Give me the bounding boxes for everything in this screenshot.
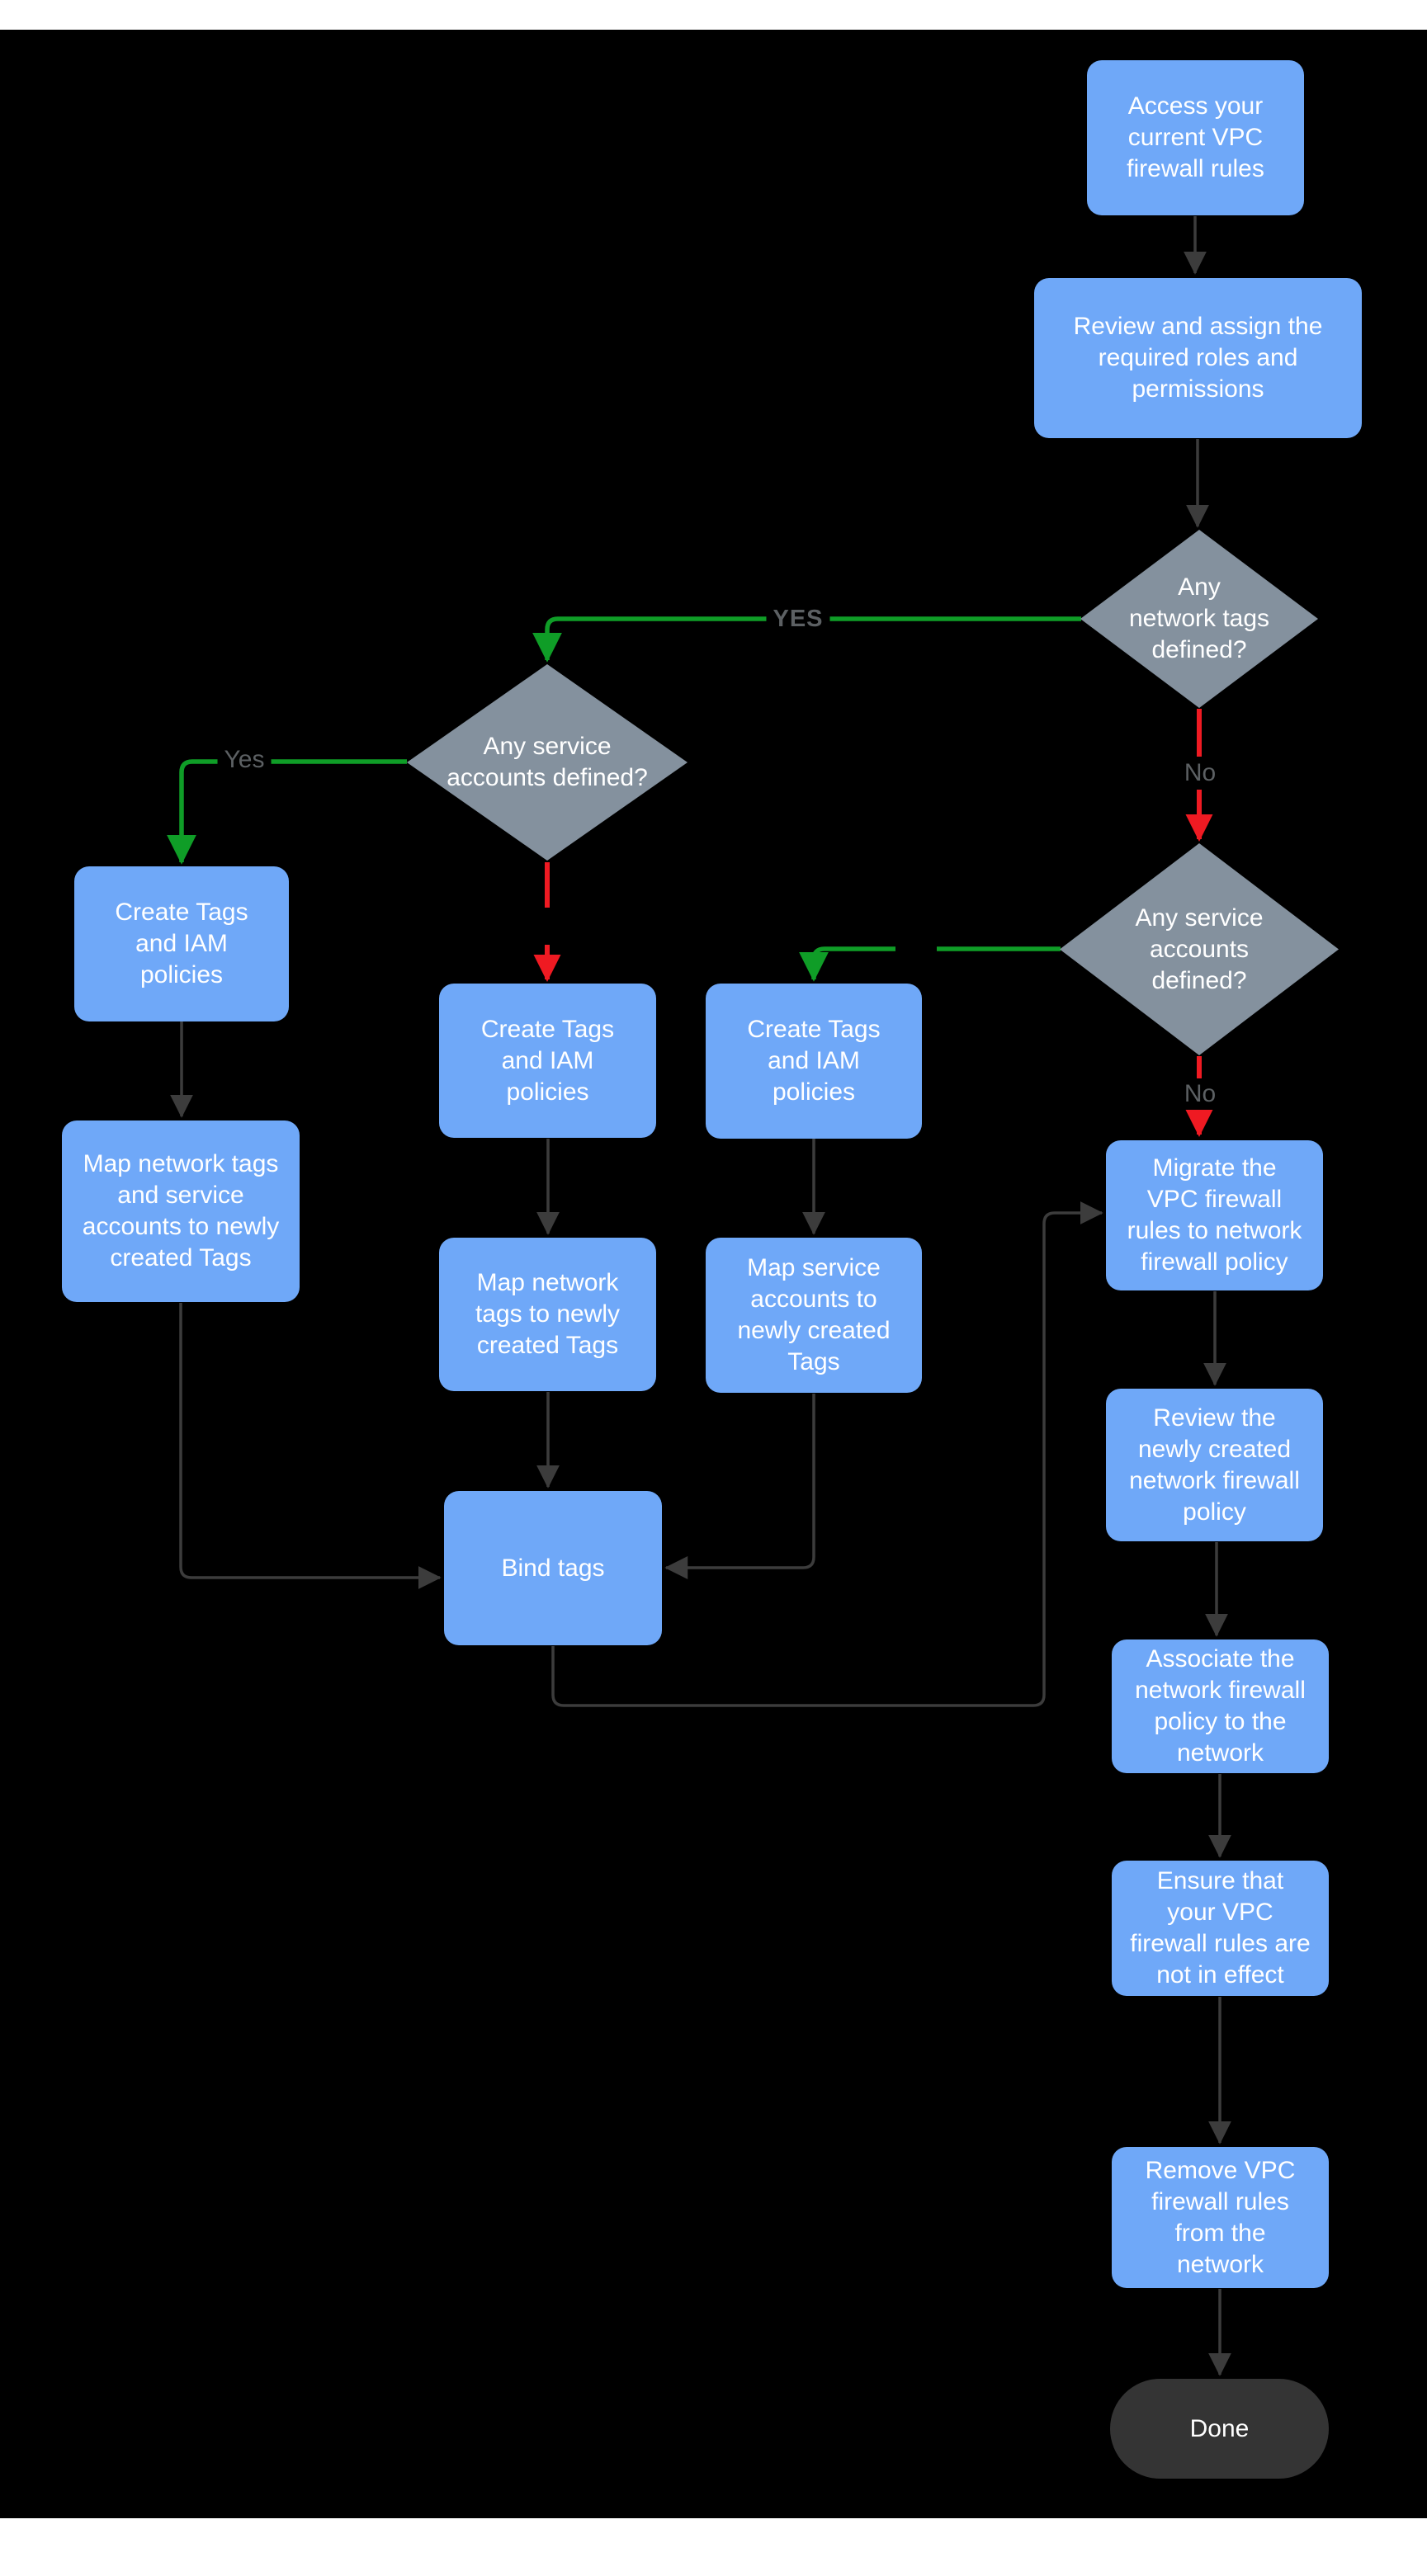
node-review-roles-permissions: Review and assign the required roles and… (1034, 278, 1362, 438)
edge-label-yes-left: Yes (217, 744, 272, 776)
node-create-tags-iam-middle: Create Tags and IAM policies (439, 984, 656, 1138)
edge-label-no-upper: No (1177, 757, 1223, 789)
node-migrate-vpc-rules: Migrate the VPC firewall rules to networ… (1106, 1140, 1323, 1290)
node-access-vpc-firewall-rules: Access your current VPC firewall rules (1087, 60, 1304, 215)
edge-yes-to-left-service-decision (532, 616, 1081, 663)
bottom-frame-bar (0, 2518, 1427, 2576)
node-review-network-firewall-policy: Review the newly created network firewal… (1106, 1389, 1323, 1541)
node-create-tags-iam-right: Create Tags and IAM policies (706, 984, 922, 1139)
node-map-service-accounts: Map service accounts to newly created Ta… (706, 1238, 922, 1393)
top-frame-bar (0, 0, 1427, 30)
node-create-tags-iam-left: Create Tags and IAM policies (74, 866, 289, 1021)
node-ensure-rules-not-in-effect: Ensure that your VPC firewall rules are … (1112, 1861, 1329, 1996)
node-done-terminal: Done (1110, 2379, 1329, 2479)
node-remove-vpc-rules: Remove VPC firewall rules from the netwo… (1112, 2147, 1329, 2288)
edge-bind-tags-to-migrate (551, 1201, 1103, 1707)
edge-label-yes-upper: YES (766, 603, 830, 635)
node-map-network-tags: Map network tags to newly created Tags (439, 1238, 656, 1391)
node-bind-tags: Bind tags (444, 1491, 662, 1645)
edge-map-left-to-bind-tags (179, 1303, 442, 1589)
edge-yes-to-create-tags-left (167, 759, 407, 865)
edge-map-right-to-bind-tags (664, 1394, 815, 1579)
edge-yes-to-create-tags-right (799, 946, 1061, 982)
node-associate-policy-network: Associate the network firewall policy to… (1112, 1639, 1329, 1773)
node-map-network-tags-service-accounts: Map network tags and service accounts to… (62, 1121, 300, 1302)
edge-label-no-lower: No (1177, 1078, 1223, 1110)
